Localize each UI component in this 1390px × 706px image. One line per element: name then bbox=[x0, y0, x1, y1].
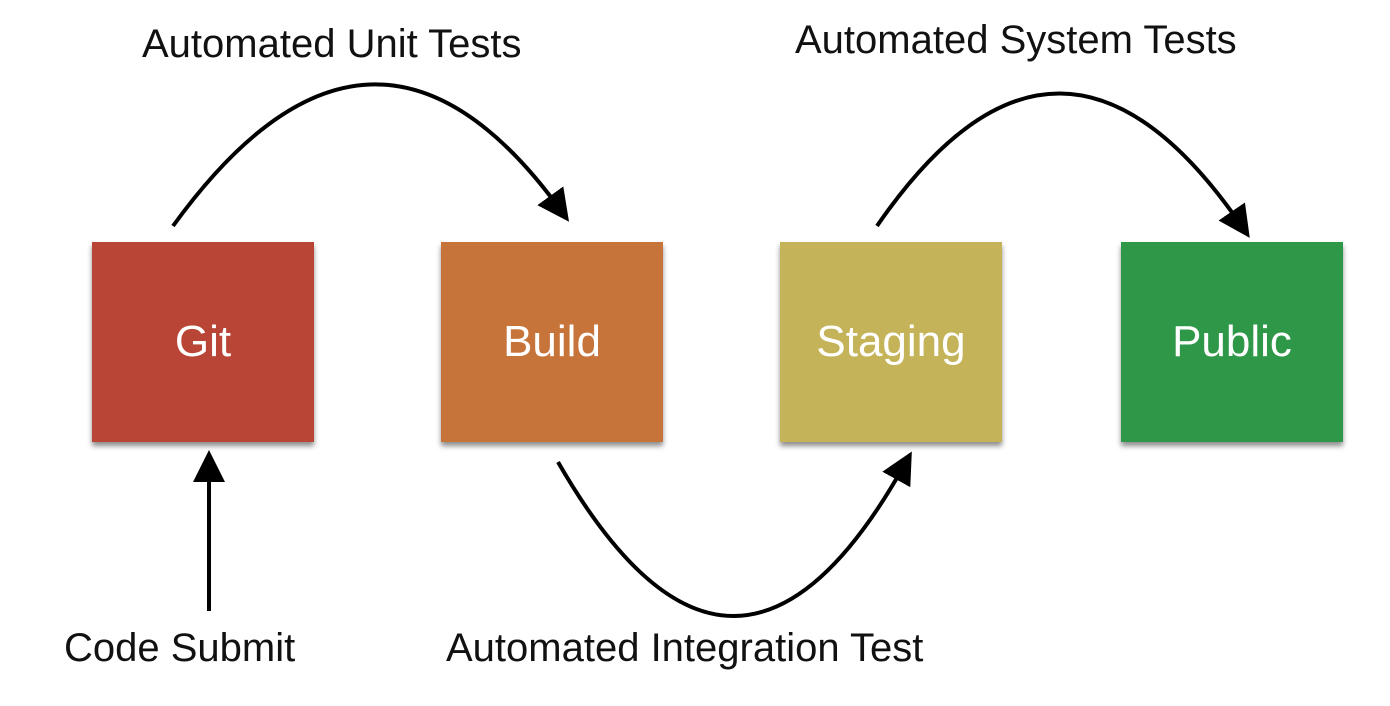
stage-label: Staging bbox=[816, 317, 966, 366]
label-automated-system-tests: Automated System Tests bbox=[795, 18, 1237, 62]
stage-staging: Staging bbox=[780, 242, 1002, 442]
label-automated-integration-test: Automated Integration Test bbox=[446, 626, 924, 670]
arrow-build-to-staging bbox=[556, 451, 912, 618]
label-code-submit: Code Submit bbox=[64, 626, 296, 670]
arrow-staging-to-public bbox=[875, 91, 1250, 238]
stage-build: Build bbox=[441, 242, 663, 442]
stage-public: Public bbox=[1121, 242, 1343, 442]
stage-git: Git bbox=[92, 242, 314, 442]
stage-label: Git bbox=[174, 317, 232, 366]
arrow-git-to-build bbox=[171, 82, 570, 228]
stage-label: Public bbox=[1172, 317, 1292, 366]
stage-label: Build bbox=[503, 317, 601, 366]
label-automated-unit-tests: Automated Unit Tests bbox=[142, 22, 522, 66]
